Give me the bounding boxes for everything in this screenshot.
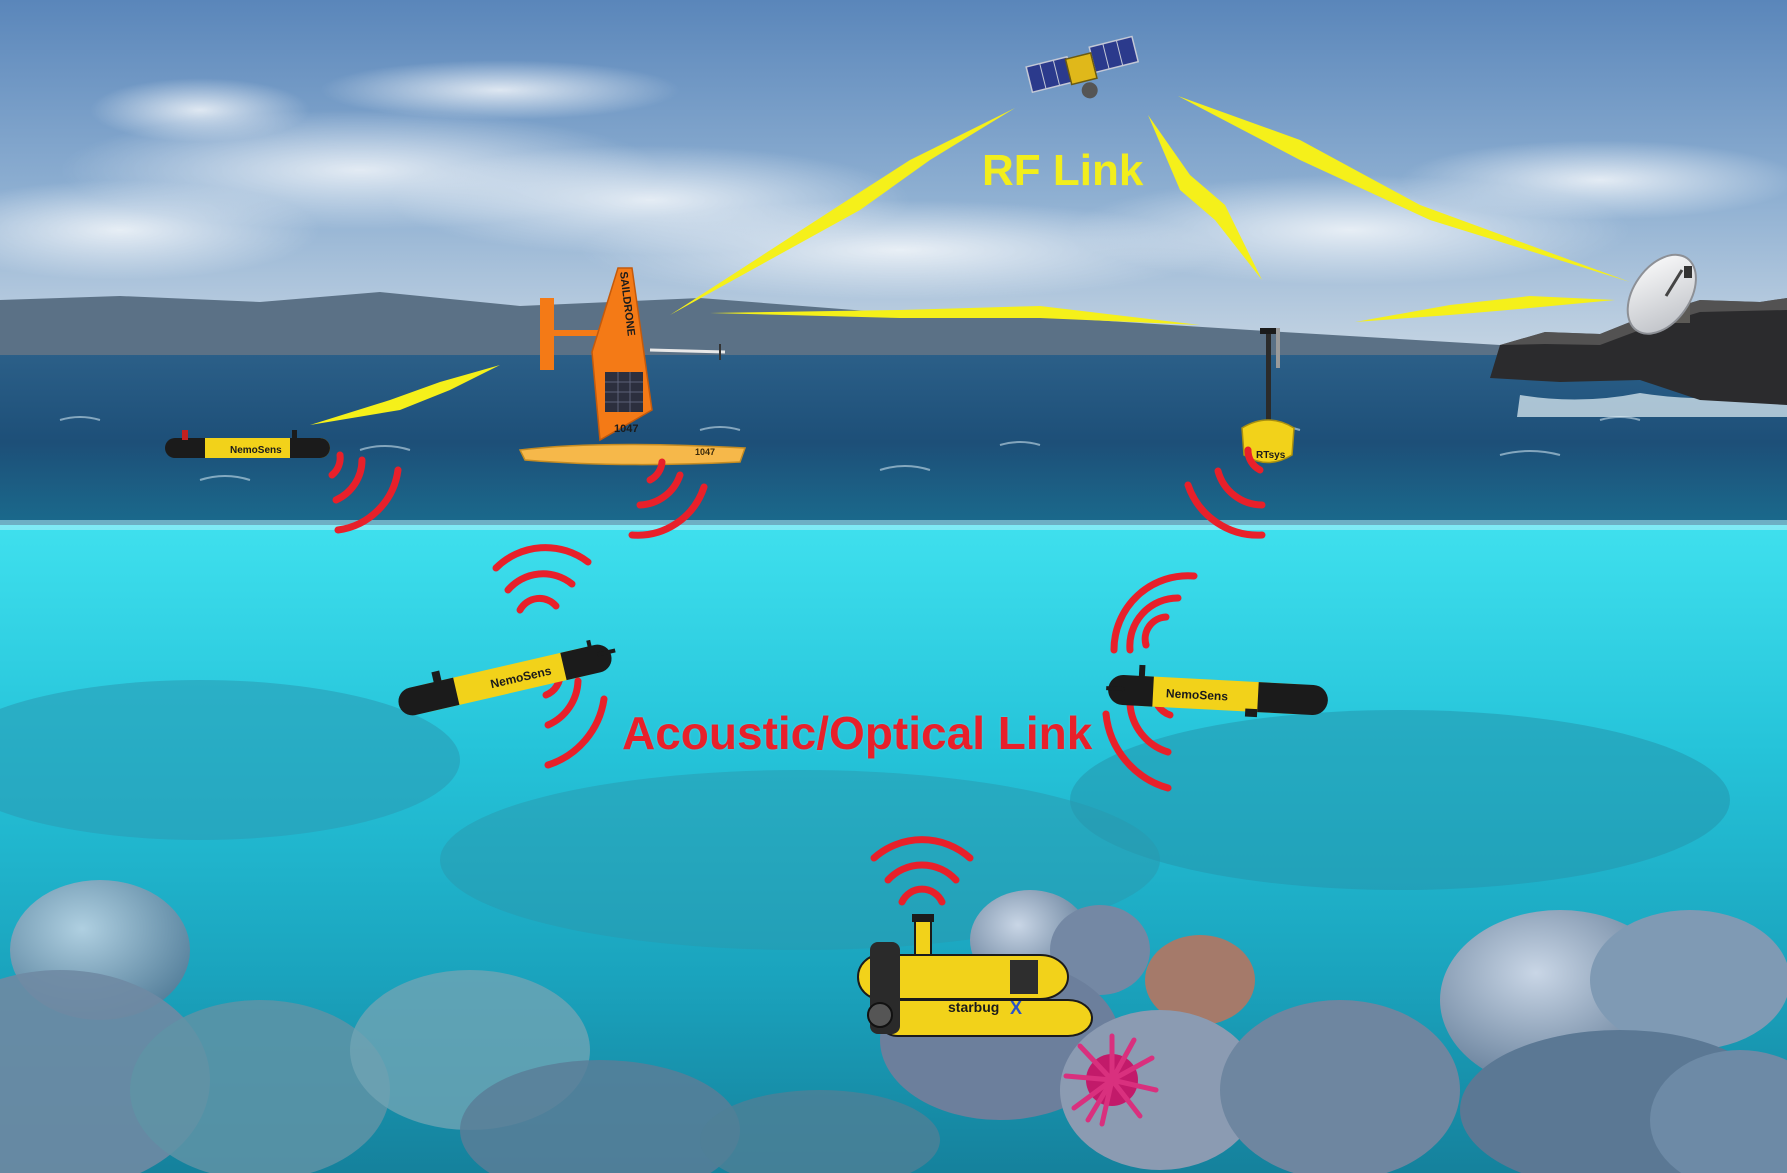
rf-link-station-to-buoy <box>1355 296 1615 322</box>
clouds <box>0 60 1787 300</box>
buoy-brand: RTsys <box>1256 450 1286 461</box>
rocky-headland <box>1490 298 1787 405</box>
distant-mountains <box>0 292 1500 365</box>
acoustic-arc-saildrone <box>628 458 708 539</box>
rf-link-satellite-to-buoy <box>1148 115 1262 280</box>
waterline <box>0 520 1787 530</box>
ground-station-dish-icon <box>1626 253 1697 335</box>
saildrone-hull-number: 1047 <box>695 447 715 457</box>
rf-link-glider-to-saildrone <box>310 365 500 425</box>
acoustic-arc-buoy <box>1184 446 1266 539</box>
auv-left-icon: NemoSens <box>398 639 616 716</box>
surface-auv-icon: NemoSens <box>165 430 330 458</box>
acoustic-arc-auv-right-top <box>1110 572 1198 654</box>
rf-link-satellite-to-station <box>1178 96 1630 282</box>
starbug-auv-icon: starbug X <box>857 914 1093 1037</box>
acoustic-optical-link-label: Acoustic/Optical Link <box>622 707 1093 759</box>
starbug-brand: starbug <box>948 999 999 1015</box>
rf-link-saildrone-to-satellite <box>670 108 1015 315</box>
saildrone-icon: SAILDRONE 1047 1047 <box>518 267 747 466</box>
acoustic-arc-auv-left-top <box>492 544 592 614</box>
auv-right-icon: NemoSens <box>1106 664 1328 718</box>
acoustic-arc-surface-auv <box>328 451 402 534</box>
surface-buoy-icon: RTsys <box>1241 328 1295 464</box>
rf-links <box>310 96 1630 425</box>
rf-link-saildrone-to-buoy <box>710 306 1200 325</box>
surface-auv-brand: NemoSens <box>230 445 282 456</box>
auv-right-brand: NemoSens <box>1166 686 1229 703</box>
rf-link-label: RF Link <box>982 146 1144 195</box>
coral-reef <box>0 680 1787 1173</box>
starfish-icon <box>1063 1033 1159 1127</box>
satellite-icon <box>1025 35 1140 99</box>
saildrone-number: 1047 <box>614 423 638 435</box>
acoustic-arc-starbug <box>870 836 974 906</box>
starbug-x: X <box>1010 998 1022 1018</box>
